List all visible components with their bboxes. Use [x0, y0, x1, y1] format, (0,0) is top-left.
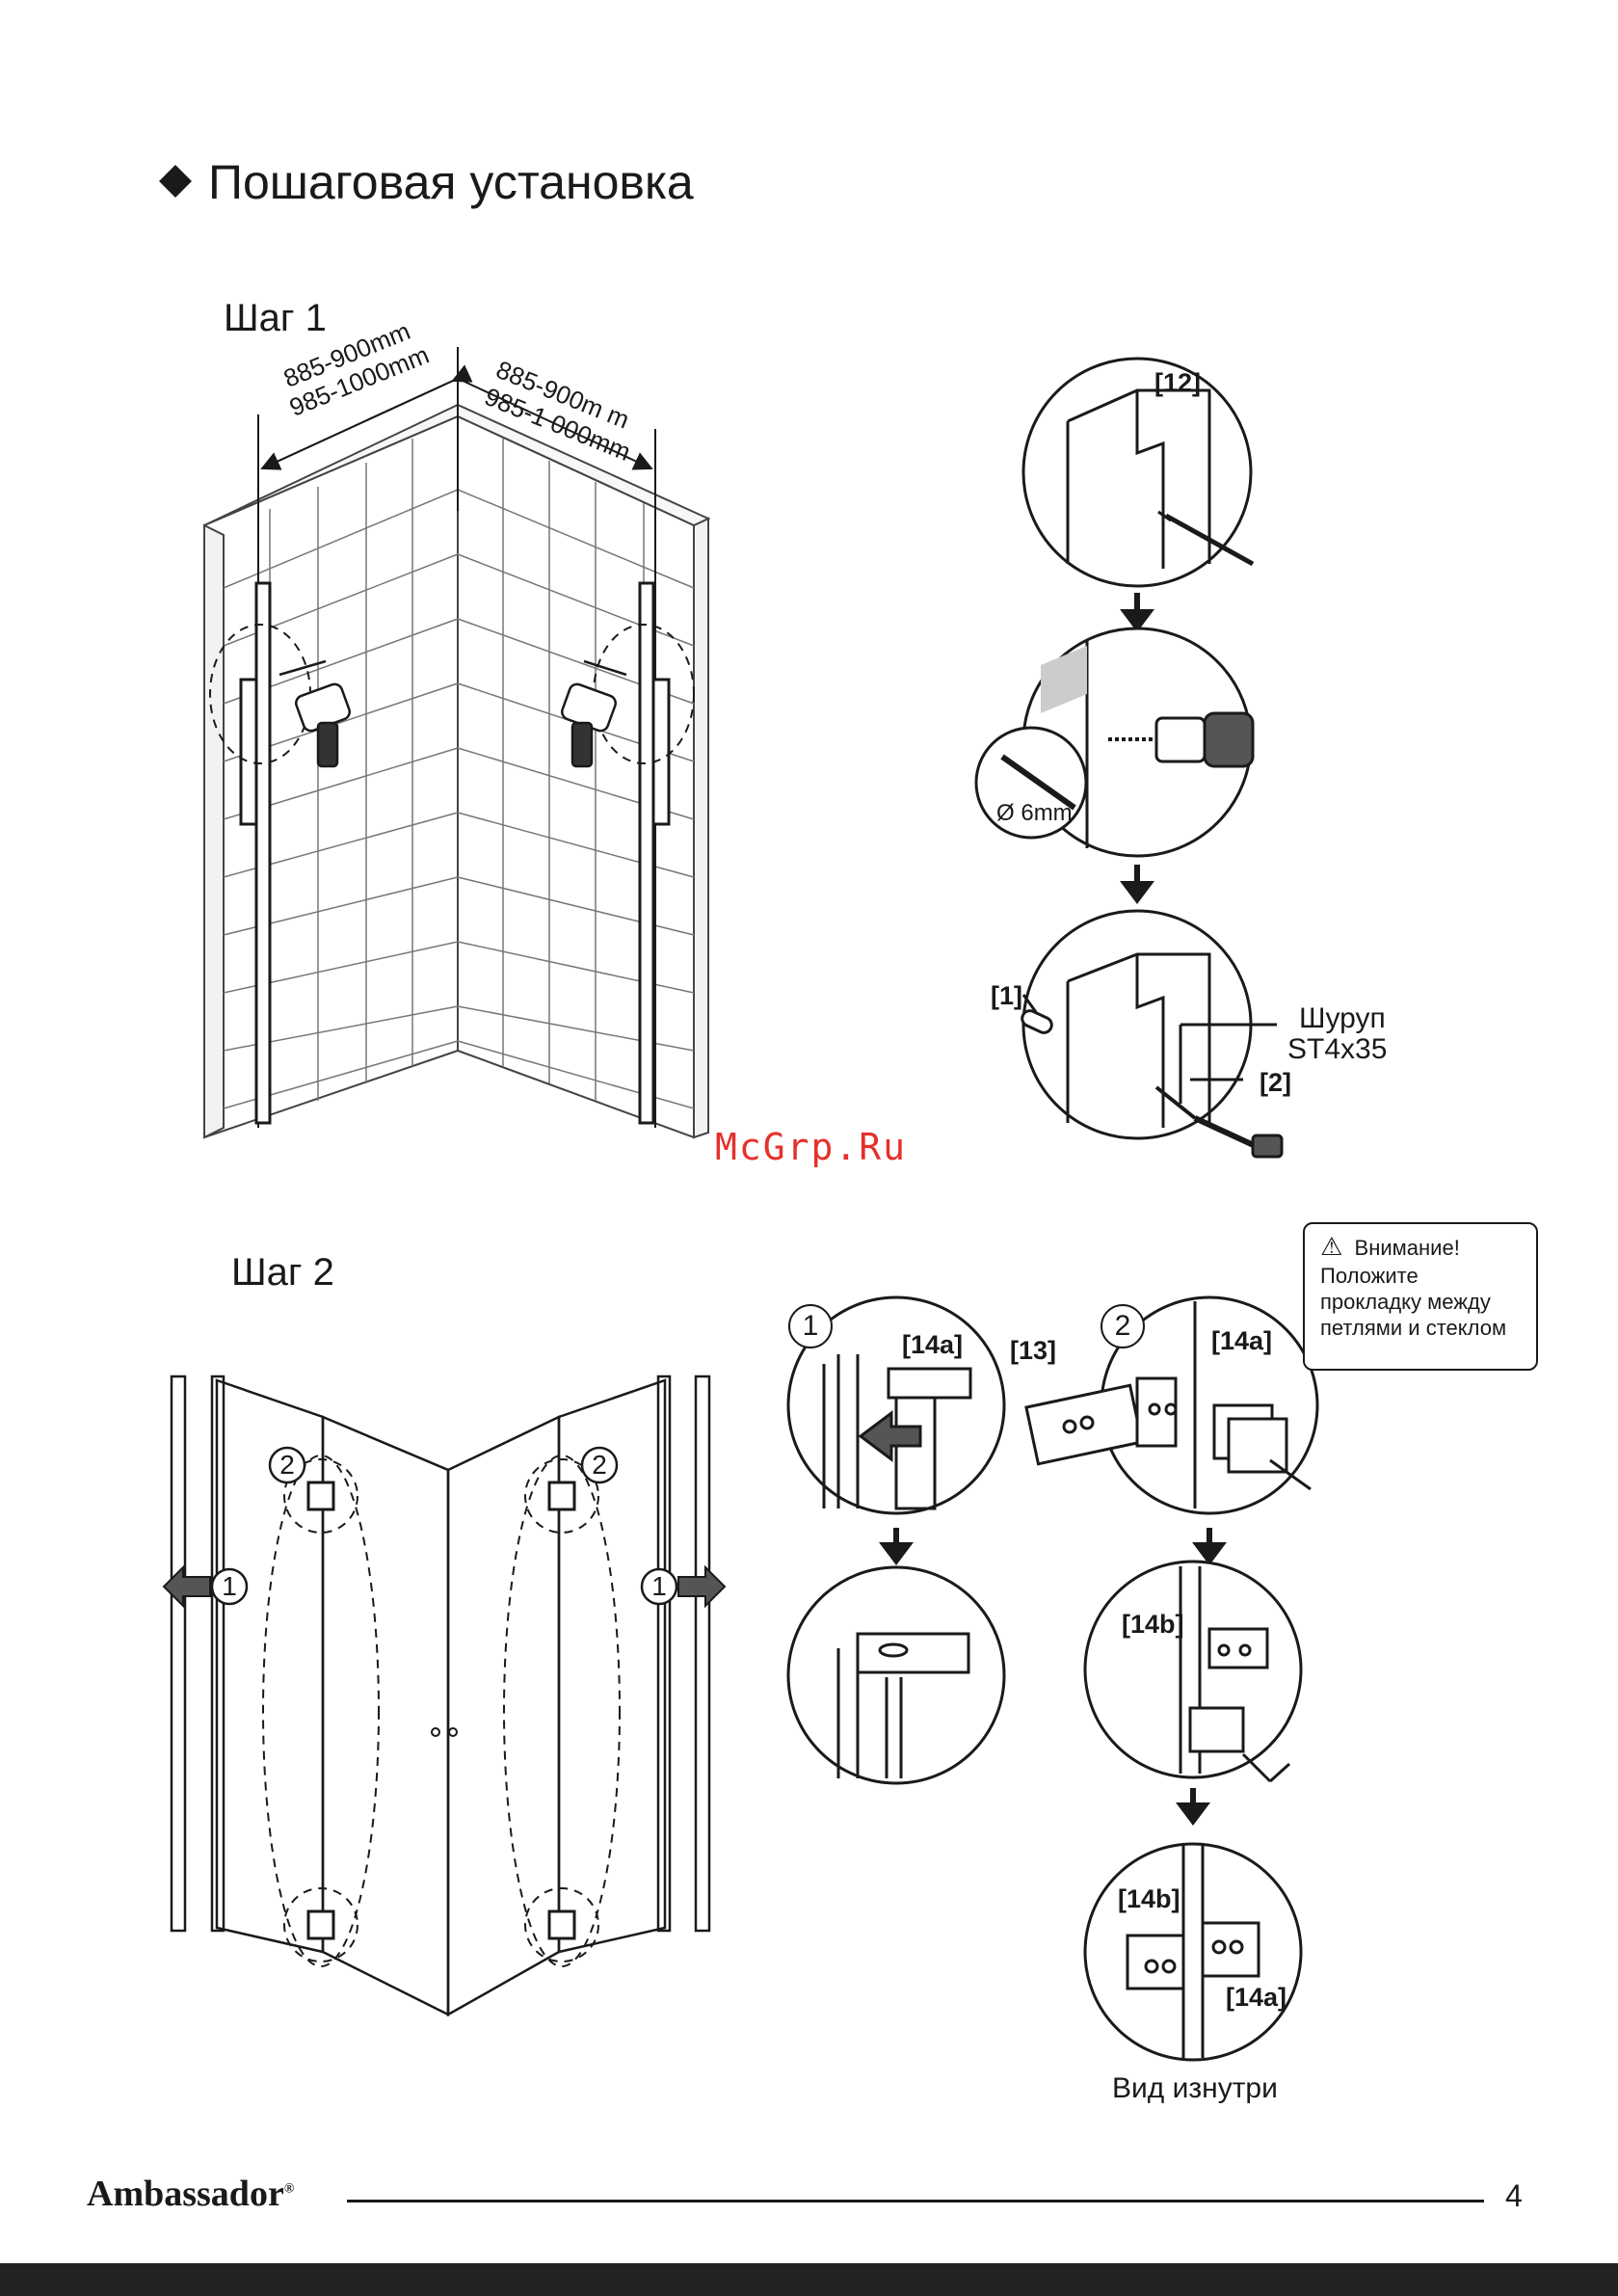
label-1: [1] [991, 981, 1022, 1011]
step1-detail-c [1020, 911, 1282, 1157]
step2-detail-2-top [1026, 1297, 1317, 1513]
step2-detail-1-bottom [788, 1567, 1004, 1783]
inside-view-caption: Вид изнутри [1112, 2072, 1278, 2105]
label-13: [13] [1010, 1336, 1056, 1366]
screw-spec: ST4x35 [1287, 1033, 1387, 1066]
detail-callout-1: 1 [788, 1304, 833, 1348]
warning-header: ⚠ Внимание! [1320, 1234, 1521, 1261]
callout-2-left: 2 [277, 1450, 298, 1481]
footer-rule [347, 2200, 1484, 2203]
arrow-down-4-icon [1198, 1528, 1221, 1561]
label-12: [12] [1154, 368, 1201, 398]
step2-enclosure [172, 1376, 709, 2015]
label-14a-hinge: [14a] [1211, 1326, 1272, 1356]
label-14a-bottom: [14a] [1226, 1983, 1286, 2013]
detail-callout-2: 2 [1101, 1304, 1145, 1348]
diameter-icon: Ø [996, 800, 1015, 826]
page-number: 4 [1505, 2178, 1523, 2214]
arrow-down-1-icon [1126, 593, 1149, 627]
registered-mark: ® [284, 2181, 294, 2196]
callout-1-left: 1 [219, 1571, 240, 1602]
drill-size-label: Ø 6mm [996, 800, 1073, 827]
callout-1-right: 1 [649, 1571, 670, 1602]
warning-line-3: петлями и стеклом [1320, 1315, 1521, 1341]
callout-2-right: 2 [589, 1450, 610, 1481]
screw-name: Шуруп [1299, 1002, 1386, 1035]
step1-detail-a [1023, 359, 1253, 586]
step1-wall-corner [204, 405, 708, 1137]
label-14b-middle: [14b] [1122, 1610, 1184, 1640]
arrow-down-5-icon [1181, 1788, 1205, 1821]
brand-logo: Ambassador® [87, 2173, 294, 2215]
warning-triangle-icon: ⚠ [1320, 1232, 1342, 1261]
label-14a-top: [14a] [902, 1330, 963, 1360]
warning-line-1: Положите [1320, 1263, 1521, 1289]
arrow-down-2-icon [1126, 865, 1149, 899]
arrow-right-icon [678, 1567, 725, 1606]
label-2: [2] [1260, 1068, 1291, 1098]
bottom-bar [0, 2263, 1618, 2296]
label-14b-bottom: [14b] [1118, 1884, 1180, 1914]
warning-box: ⚠ Внимание! Положите прокладку между пет… [1303, 1222, 1538, 1371]
step2-hinges [308, 1482, 574, 1938]
arrow-down-3-icon [885, 1528, 908, 1561]
step2-door-knobs [432, 1728, 457, 1736]
warning-line-2: прокладку между [1320, 1289, 1521, 1315]
step2-detail-2-middle [1085, 1562, 1301, 1781]
watermark: McGrp.Ru [715, 1126, 907, 1168]
step2-detail-2-bottom [1085, 1844, 1301, 2060]
step2-focus-circles [263, 1455, 620, 1966]
